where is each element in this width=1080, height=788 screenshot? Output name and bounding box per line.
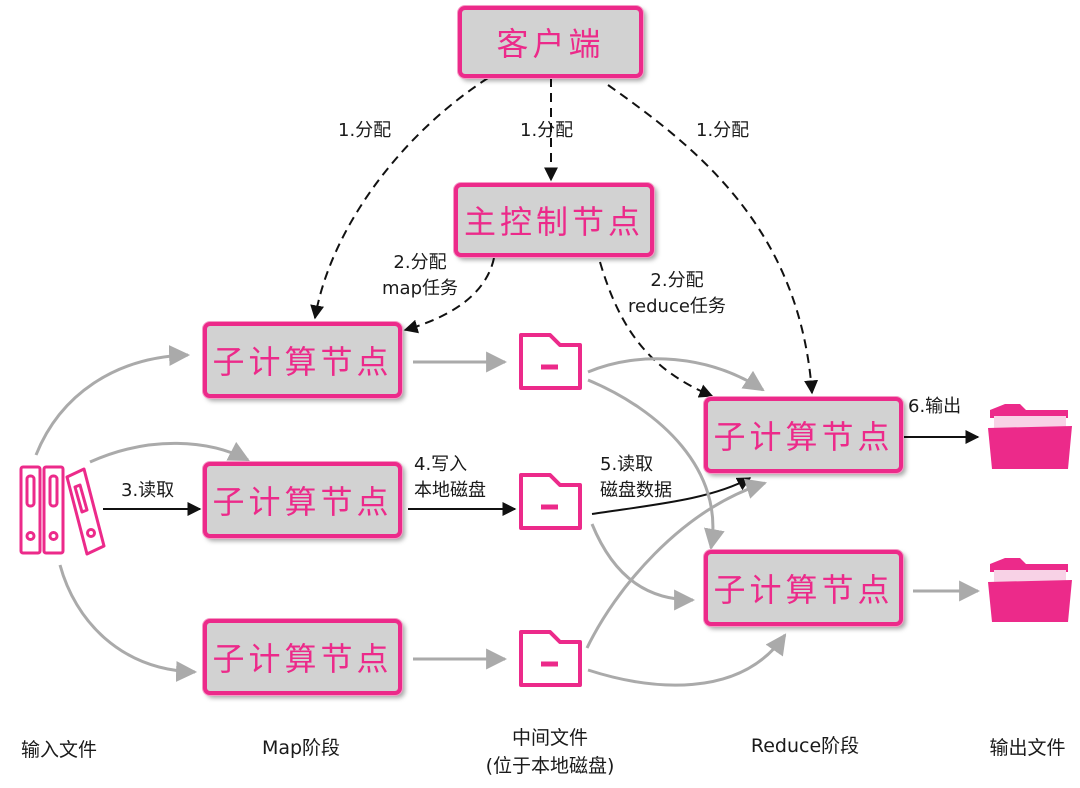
arrow-input-to-map2 (89, 441, 250, 464)
label-read: 3.读取 (121, 480, 175, 501)
label-assign-reduce-line2: reduce任务 (628, 296, 726, 317)
output-folder-1-icon (988, 404, 1072, 469)
label-remote-read-line2: 磁盘数据 (600, 480, 672, 501)
stage-reduce: Reduce阶段 (750, 735, 860, 757)
label-assign-map: 2.分配 map任务 (378, 250, 462, 302)
arrow-file3-to-reduce1 (585, 478, 768, 649)
label-remote-read: 5.读取 磁盘数据 (600, 452, 672, 504)
label-assign-map-line2: map任务 (382, 278, 458, 299)
data-arrows-gray (34, 345, 981, 687)
label-assign-center: 1.分配 (520, 120, 574, 141)
arrow-file1-to-reduce1 (587, 357, 765, 392)
stage-input: 输入文件 (20, 739, 97, 761)
arrow-remote-read (591, 477, 752, 515)
label-assign-right: 1.分配 (696, 120, 750, 141)
assignment-arrows (310, 77, 819, 398)
label-write-local: 4.写入 本地磁盘 (414, 452, 486, 504)
arrow-file2-to-reduce2 (590, 523, 696, 611)
map-worker-node-2: 子计算节点 (203, 462, 402, 538)
stage-intermediate-line2: (位于本地磁盘) (485, 755, 615, 777)
label-assign-reduce: 2.分配 reduce任务 (618, 268, 736, 320)
master-node: 主控制节点 (454, 183, 654, 257)
data-arrows-black (103, 430, 980, 516)
binders-icon (19, 465, 106, 556)
map-worker-node-1: 子计算节点 (203, 322, 402, 398)
intermediate-file-1-icon (519, 333, 582, 390)
arrow-file3-to-reduce2 (587, 633, 787, 687)
label-output: 6.输出 (908, 396, 962, 417)
map-worker-node-3: 子计算节点 (203, 619, 402, 695)
arrow-input-to-map1 (34, 345, 191, 456)
stage-map: Map阶段 (261, 737, 341, 759)
label-assign-map-line1: 2.分配 (393, 252, 447, 273)
reduce-worker-node-1: 子计算节点 (704, 397, 903, 473)
label-assign-left: 1.分配 (338, 120, 392, 141)
client-node: 客户端 (458, 6, 643, 78)
arrow-file1-to-reduce2 (587, 378, 725, 551)
arrow-client-to-reduce-worker (607, 84, 819, 395)
intermediate-file-3-icon (519, 630, 582, 687)
arrow-input-to-map3 (58, 564, 198, 682)
arrow-client-to-map-worker (310, 77, 489, 320)
reduce-worker-node-2: 子计算节点 (704, 550, 903, 626)
stage-intermediate: 中间文件 (位于本地磁盘) (460, 724, 640, 780)
output-folder-2-icon (988, 558, 1072, 622)
stage-intermediate-line1: 中间文件 (511, 727, 588, 749)
label-write-local-line1: 4.写入 (414, 454, 468, 475)
arrow-master-to-map-worker (403, 257, 495, 334)
label-write-local-line2: 本地磁盘 (414, 480, 486, 501)
stage-output: 输出文件 (989, 737, 1066, 759)
label-remote-read-line1: 5.读取 (600, 454, 654, 475)
label-assign-reduce-line1: 2.分配 (650, 270, 704, 291)
arrow-master-to-reduce-worker (599, 261, 714, 398)
intermediate-file-2-icon (519, 473, 582, 530)
